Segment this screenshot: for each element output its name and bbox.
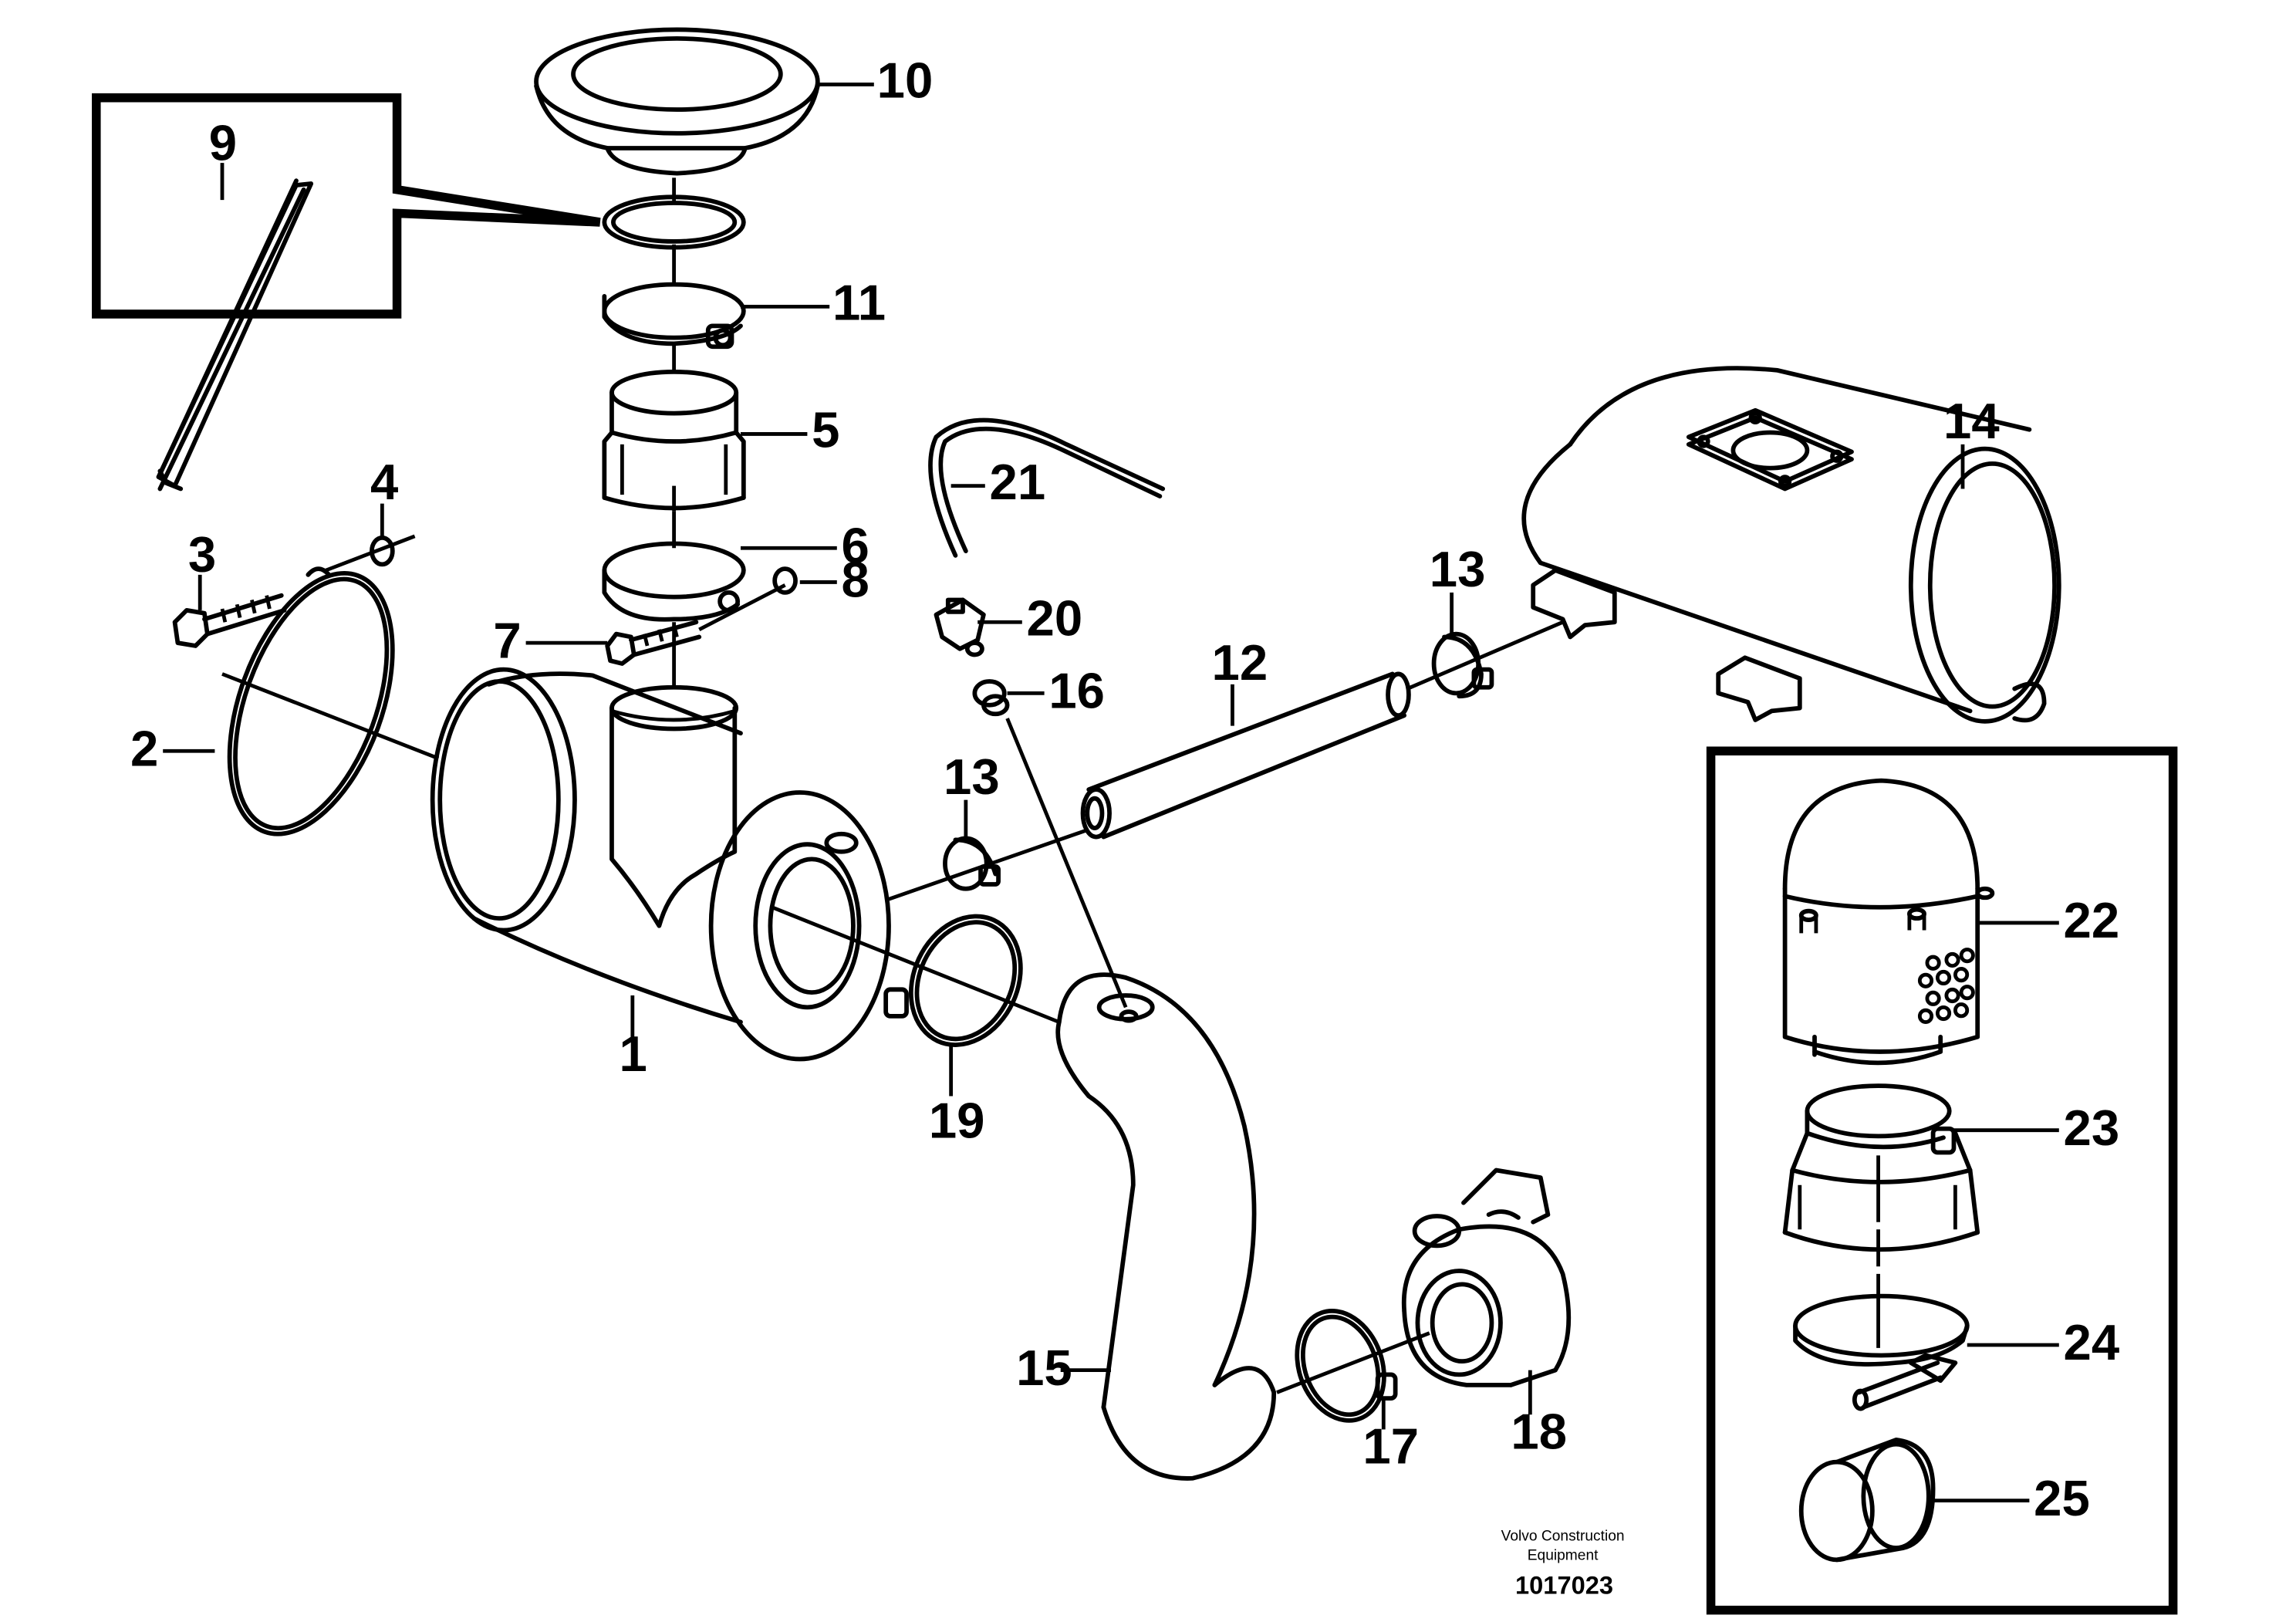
callout-20: 20 — [1027, 590, 1083, 647]
callout-9: 9 — [209, 114, 237, 171]
precleaner-cap-22 — [1782, 778, 1995, 1066]
inset-box-9 — [92, 93, 601, 319]
leader-lines — [163, 83, 2059, 1502]
inset-box-right — [1706, 746, 2178, 1615]
callout-7: 7 — [493, 612, 521, 668]
clamp-13-lower — [888, 827, 1089, 901]
seal-strip-9 — [156, 178, 314, 492]
callout-1: 1 — [620, 1026, 647, 1082]
callout-17: 17 — [1362, 1418, 1419, 1475]
callout-16: 16 — [1048, 663, 1105, 719]
hose-21 — [928, 417, 1166, 558]
pipe-12 — [1080, 620, 1564, 840]
sensor-20 — [934, 597, 986, 657]
clamp-13-upper — [1431, 631, 1494, 699]
footer: Volvo Construction Equipment 1017023 — [1501, 1528, 1625, 1599]
callout-13-upper: 13 — [1430, 541, 1486, 597]
bolt-7 — [605, 583, 786, 666]
callout-5: 5 — [812, 402, 839, 458]
callout-10: 10 — [877, 52, 934, 109]
clamp-17 — [1276, 1309, 1430, 1423]
washer-4 — [306, 534, 416, 577]
callout-22: 22 — [2064, 892, 2120, 948]
precleaner-14 — [1521, 366, 2061, 724]
callout-19: 19 — [929, 1092, 985, 1148]
clamp-24 — [1793, 1273, 1970, 1411]
callout-18: 18 — [1511, 1403, 1567, 1459]
callout-6: 6 — [842, 517, 869, 573]
callout-labels: 10 9 11 5 4 21 14 3 6 8 13 20 7 12 16 2 … — [130, 52, 2119, 1526]
rain-cap-10 — [534, 27, 820, 176]
callout-8: 8 — [842, 552, 869, 608]
callout-2: 2 — [130, 720, 158, 776]
hose-clamp-11 — [602, 282, 746, 350]
document-number: 1017023 — [1515, 1571, 1613, 1600]
mounting-band-2 — [221, 571, 440, 836]
elbow-hose-15 — [1055, 972, 1277, 1481]
callout-12: 12 — [1212, 634, 1268, 691]
callout-25: 25 — [2034, 1470, 2090, 1526]
turbo-inlet-18 — [1401, 1168, 1572, 1387]
callout-11: 11 — [832, 275, 886, 331]
grommet-16 — [972, 679, 1128, 1009]
bolt-3 — [172, 593, 287, 648]
callout-23: 23 — [2064, 1100, 2120, 1156]
adapter-23 — [1782, 1083, 1980, 1267]
callout-21: 21 — [990, 454, 1046, 510]
callout-14: 14 — [1943, 393, 2000, 449]
clamp-6 — [602, 541, 746, 622]
filter-element-25 — [1798, 1438, 1936, 1563]
adapter-5 — [602, 369, 746, 512]
brand-line-1: Volvo Construction — [1501, 1528, 1625, 1544]
callout-4: 4 — [370, 454, 398, 510]
brand-line-2: Equipment — [1528, 1547, 1599, 1563]
sealing-ring — [602, 194, 746, 250]
clamp-19 — [769, 904, 1060, 1047]
callout-13-lower: 13 — [944, 748, 1000, 805]
washer-8 — [772, 566, 798, 595]
callout-3: 3 — [188, 526, 216, 583]
air-filter-housing-1 — [430, 667, 891, 1062]
callout-15: 15 — [1016, 1340, 1072, 1396]
callout-24: 24 — [2064, 1314, 2120, 1370]
